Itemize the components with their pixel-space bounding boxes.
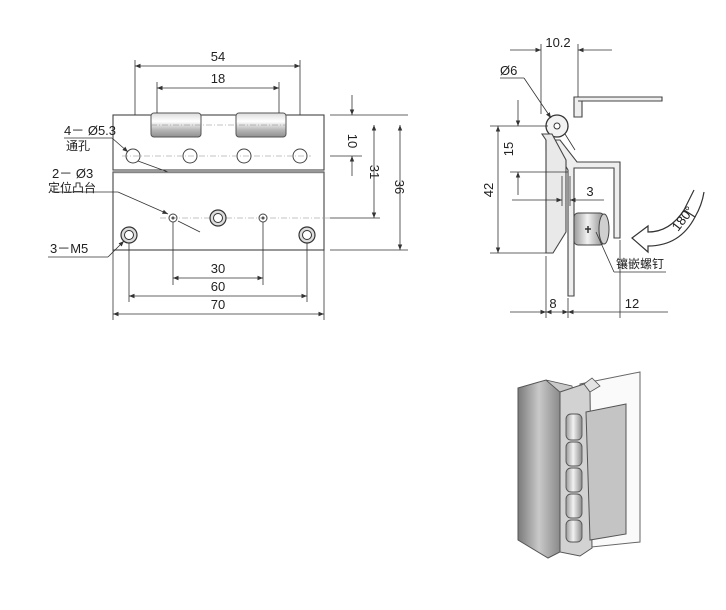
threaded-inserts xyxy=(120,209,316,244)
callout-through-holes-note: 通孔 xyxy=(66,139,90,153)
rotation-arrow-icon: 180° xyxy=(631,189,705,254)
dim-31: 31 xyxy=(367,165,382,179)
iso-front-leaf xyxy=(585,403,627,541)
dim-30: 30 xyxy=(211,261,225,276)
dim-12: 12 xyxy=(625,296,639,311)
isometric-view xyxy=(517,371,641,559)
dim-3: 3 xyxy=(586,184,593,199)
upper-leaf xyxy=(573,96,663,118)
dim-36: 36 xyxy=(392,180,407,194)
iso-knuckles xyxy=(565,413,583,543)
dim-10-2: 10.2 xyxy=(545,35,570,50)
through-holes xyxy=(122,148,311,164)
iso-left-leaf xyxy=(517,379,561,559)
iso-knuckle xyxy=(565,441,583,467)
dim-18: 18 xyxy=(211,71,225,86)
dim-10: 10 xyxy=(345,134,360,148)
dim-15: 15 xyxy=(501,142,516,156)
dim-phi6: Ø6 xyxy=(500,63,517,78)
dim-8: 8 xyxy=(549,296,556,311)
callout-through-holes: 4－ Ø5.3 xyxy=(64,123,116,138)
hinge-plate-lower xyxy=(112,171,325,251)
left-leaf-body xyxy=(540,133,567,254)
iso-knuckle xyxy=(565,467,583,493)
dim-60: 60 xyxy=(211,279,225,294)
iso-knuckle xyxy=(565,493,583,519)
hinge-plate-upper xyxy=(112,114,325,171)
dim-42: 42 xyxy=(481,183,496,197)
front-view: 54 18 10 31 36 30 60 70 xyxy=(48,49,408,320)
dim-70: 70 xyxy=(211,297,225,312)
callout-locating-boss-note: 定位凸台 xyxy=(48,180,96,195)
callout-threaded: 3－M5 xyxy=(50,241,88,256)
iso-knuckle xyxy=(565,519,583,543)
label-insert-screw: 镶嵌螺钉 xyxy=(616,256,664,271)
dim-54: 54 xyxy=(211,49,225,64)
iso-knuckle xyxy=(565,413,583,441)
locating-bosses xyxy=(160,213,330,223)
side-view: 10.2 Ø6 15 42 3 8 12 镶嵌螺钉 xyxy=(481,35,705,318)
callout-locating-boss: 2－ Ø3 xyxy=(52,166,93,181)
